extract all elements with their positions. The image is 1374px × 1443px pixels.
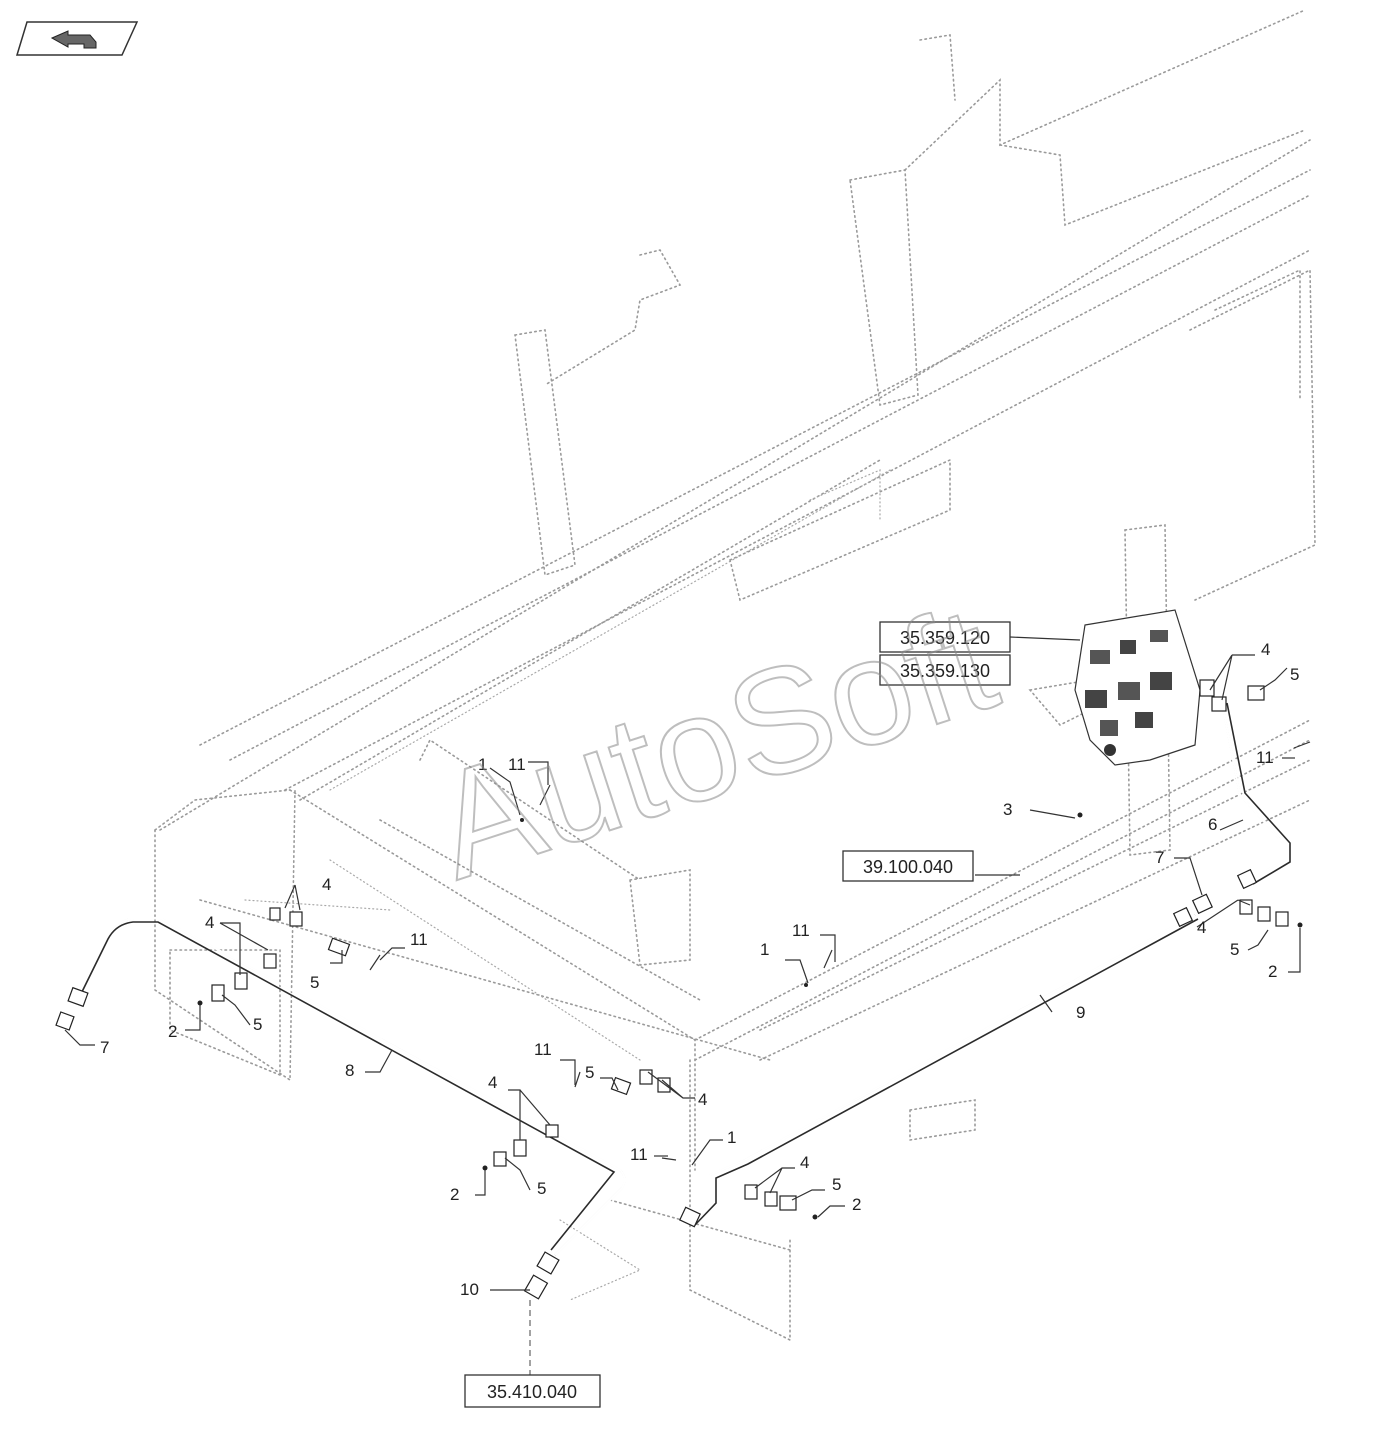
callout: 4 xyxy=(698,1090,707,1109)
callout-labels: 4 5 11 6 3 7 4 5 2 9 11 1 11 1 4 4 11 5 … xyxy=(100,640,1299,1299)
reference-35-359-120[interactable]: 35.359.120 xyxy=(879,621,1011,653)
callout: 11 xyxy=(410,930,428,949)
callout: 5 xyxy=(1290,665,1299,684)
callout: 8 xyxy=(345,1061,354,1080)
callout: 5 xyxy=(537,1179,546,1198)
callout: 1 xyxy=(478,755,487,774)
callout: 2 xyxy=(852,1195,861,1214)
callout: 11 xyxy=(534,1040,552,1059)
callout: 4 xyxy=(205,913,214,932)
callout: 11 xyxy=(1256,748,1274,767)
callout: 11 xyxy=(630,1145,648,1164)
callout: 11 xyxy=(792,921,810,940)
leader-lines xyxy=(64,636,1301,1291)
callout: 6 xyxy=(1208,815,1217,834)
callout: 4 xyxy=(1261,640,1270,659)
callout: 1 xyxy=(760,940,769,959)
callout: 1 xyxy=(727,1128,736,1147)
svg-text:39.100.040: 39.100.040 xyxy=(863,857,953,877)
callout: 5 xyxy=(253,1015,262,1034)
reference-35-410-040[interactable]: 35.410.040 xyxy=(464,1374,601,1408)
callout: 9 xyxy=(1076,1003,1085,1022)
svg-text:35.359.120: 35.359.120 xyxy=(900,628,990,648)
reference-39-100-040[interactable]: 39.100.040 xyxy=(842,850,974,882)
callout: 4 xyxy=(1197,918,1206,937)
callout: 7 xyxy=(100,1038,109,1057)
frame-structure xyxy=(154,9,1316,1342)
svg-text:35.410.040: 35.410.040 xyxy=(487,1382,577,1402)
callout: 3 xyxy=(1003,800,1012,819)
callout: 4 xyxy=(488,1073,497,1092)
control-valve-block xyxy=(1074,609,1201,766)
callout: 5 xyxy=(1230,940,1239,959)
svg-text:35.359.130: 35.359.130 xyxy=(900,661,990,681)
callout: 2 xyxy=(168,1022,177,1041)
callout: 4 xyxy=(322,875,331,894)
hydraulic-pipes xyxy=(75,702,1291,1256)
reference-35-359-130[interactable]: 35.359.130 xyxy=(879,654,1011,686)
callout: 4 xyxy=(800,1153,809,1172)
callout: 11 xyxy=(508,755,526,774)
callout: 10 xyxy=(460,1280,479,1299)
return-arrow-icon[interactable] xyxy=(15,21,139,56)
callout: 5 xyxy=(585,1063,594,1082)
callout: 5 xyxy=(832,1175,841,1194)
fittings-and-clamps xyxy=(55,679,1311,1300)
callout: 2 xyxy=(1268,962,1277,981)
callout: 2 xyxy=(450,1185,459,1204)
callout: 5 xyxy=(310,973,319,992)
callout: 7 xyxy=(1155,848,1164,867)
